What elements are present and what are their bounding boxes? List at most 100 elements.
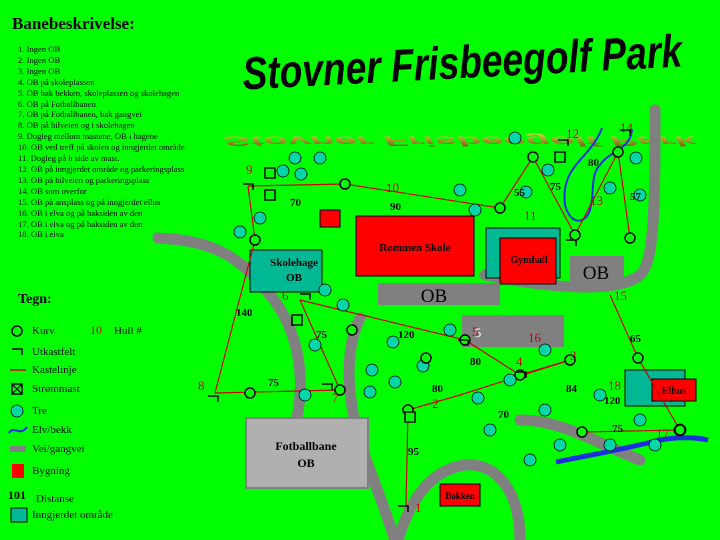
legend-label: Distanse <box>36 493 74 505</box>
legend-fairway: Kastelinje <box>8 361 208 379</box>
hole-description: 5. OB bak bekken, skoleplassen og skoleh… <box>18 87 180 98</box>
legend-label: Vei/gangvei <box>32 443 85 455</box>
ob-area-center <box>378 283 500 305</box>
distance-10: 70 <box>290 197 302 209</box>
tree-icon <box>541 163 555 177</box>
power-mast-icon <box>264 167 276 179</box>
power-mast-icon <box>264 189 276 201</box>
tree-icon <box>388 375 402 389</box>
creek-north <box>563 127 633 222</box>
basket-icon <box>494 202 506 214</box>
basket-icon <box>244 387 256 399</box>
legend-label: Inngjerdet område <box>32 509 113 521</box>
tree-icon <box>629 151 643 165</box>
hole-description: 15. OB på ansplass og på inngjerdet ellu… <box>18 196 161 207</box>
hole-description: 9. Dogleg mellom mastene, OB i hagene <box>18 131 158 142</box>
hole-description: 18. OB i elva <box>18 229 64 240</box>
distance-8: 75 <box>316 329 328 341</box>
hole-label-8: 8 <box>198 378 205 393</box>
basket-icon <box>249 234 261 246</box>
tree-icon <box>363 385 377 399</box>
tee-icon <box>458 339 469 346</box>
legend-road: Vei/gangvei <box>8 440 208 458</box>
basket-icon <box>624 232 636 244</box>
distance-13: 75 <box>550 181 562 193</box>
fenced-skolehage <box>249 249 323 293</box>
basket-icon <box>569 229 581 241</box>
hole-label-6: 6 <box>282 288 289 303</box>
tree-icon <box>519 185 533 199</box>
tree-icon <box>308 338 322 352</box>
basket-icon <box>674 424 686 436</box>
hole-label-13: 13 <box>590 193 603 208</box>
building-bokken <box>439 483 481 507</box>
legend-label: Utkastfelt <box>32 346 76 358</box>
distance-15: 57 <box>630 191 642 203</box>
label-ob-center: OB <box>421 286 447 307</box>
power-mast-icon <box>291 314 303 326</box>
tree-icon <box>633 188 647 202</box>
ob-area-right <box>570 256 624 288</box>
label-fotballbane: Fotballbane <box>275 439 337 453</box>
distance-11: 90 <box>390 201 402 213</box>
hole-label-1: 1 <box>415 500 422 515</box>
label-elhus: Elhus <box>662 386 687 397</box>
distance-9: 75 <box>268 377 280 389</box>
tree-icon <box>603 438 617 452</box>
tree-icon <box>503 373 517 387</box>
hole-label-2: 2 <box>432 396 439 411</box>
tree-icon <box>553 438 567 452</box>
distance-18: 75 <box>612 423 624 435</box>
map-title: Stovner Frisbeegolf Park <box>241 24 685 99</box>
hole-label-7: 7 <box>332 390 339 405</box>
hole-label-3: 3 <box>570 348 577 363</box>
hole-description: 12. OB på inngjerdet område og parkering… <box>18 163 185 174</box>
basket-icon <box>564 354 576 366</box>
fotballbane <box>245 417 369 489</box>
hole-label-17: 17 <box>656 426 670 441</box>
legend-heading: Tegn: <box>18 292 52 307</box>
hole-label-14: 14 <box>620 120 634 135</box>
road-bokken-loop <box>392 459 526 540</box>
basket-icon <box>612 146 624 158</box>
legend-basket: Kurv <box>8 322 208 340</box>
building-small <box>319 209 341 228</box>
building-rommen-skole <box>355 215 475 277</box>
legend-hole-number-example: 10 <box>90 323 102 337</box>
hole-label-5: 5 <box>472 324 479 339</box>
label-ob-right: OB <box>583 263 609 284</box>
creek <box>555 127 709 465</box>
tree-icon <box>538 343 552 357</box>
label-parking-5: 5 <box>475 325 482 340</box>
building-gymhall <box>499 237 557 285</box>
tree-icon <box>468 203 482 217</box>
hole-label-4: 4 <box>516 354 523 369</box>
tree-icon <box>633 413 647 427</box>
hole-label-12: 12 <box>566 126 579 141</box>
hole-description: 14. OB som overfor <box>18 185 87 196</box>
power-mast-icon <box>554 151 566 163</box>
tree-icon <box>386 335 400 349</box>
tree-icon <box>603 181 617 195</box>
hole-description: 10. OB ved treff på skolen og inngjerdet… <box>18 142 185 153</box>
legend-mast: Strømmast <box>8 380 208 398</box>
hole-description: 2. Ingen OB <box>18 54 61 65</box>
legend-creek: Elv/bekk <box>8 421 208 439</box>
parking-lot <box>462 315 564 347</box>
hole-description: 11. Dogleg på h side av mast. <box>18 153 120 164</box>
trees <box>233 131 687 467</box>
hole-description: 16. OB i elva og på baksiden av den <box>18 207 143 218</box>
hole-description: 17. OB i elva og på baksiden av den <box>18 218 143 229</box>
tree-icon <box>318 283 332 297</box>
tree-icon <box>276 164 290 178</box>
distance-1: 95 <box>408 446 420 458</box>
basket-icon <box>339 178 351 190</box>
legend-label: Tre <box>32 405 47 417</box>
tee-icon <box>208 395 219 402</box>
distance-5: 80 <box>470 356 482 368</box>
tree-icon <box>294 167 308 181</box>
road-south-east <box>514 414 646 466</box>
distance-6: 120 <box>398 329 415 341</box>
distance-14: 80 <box>588 157 600 169</box>
